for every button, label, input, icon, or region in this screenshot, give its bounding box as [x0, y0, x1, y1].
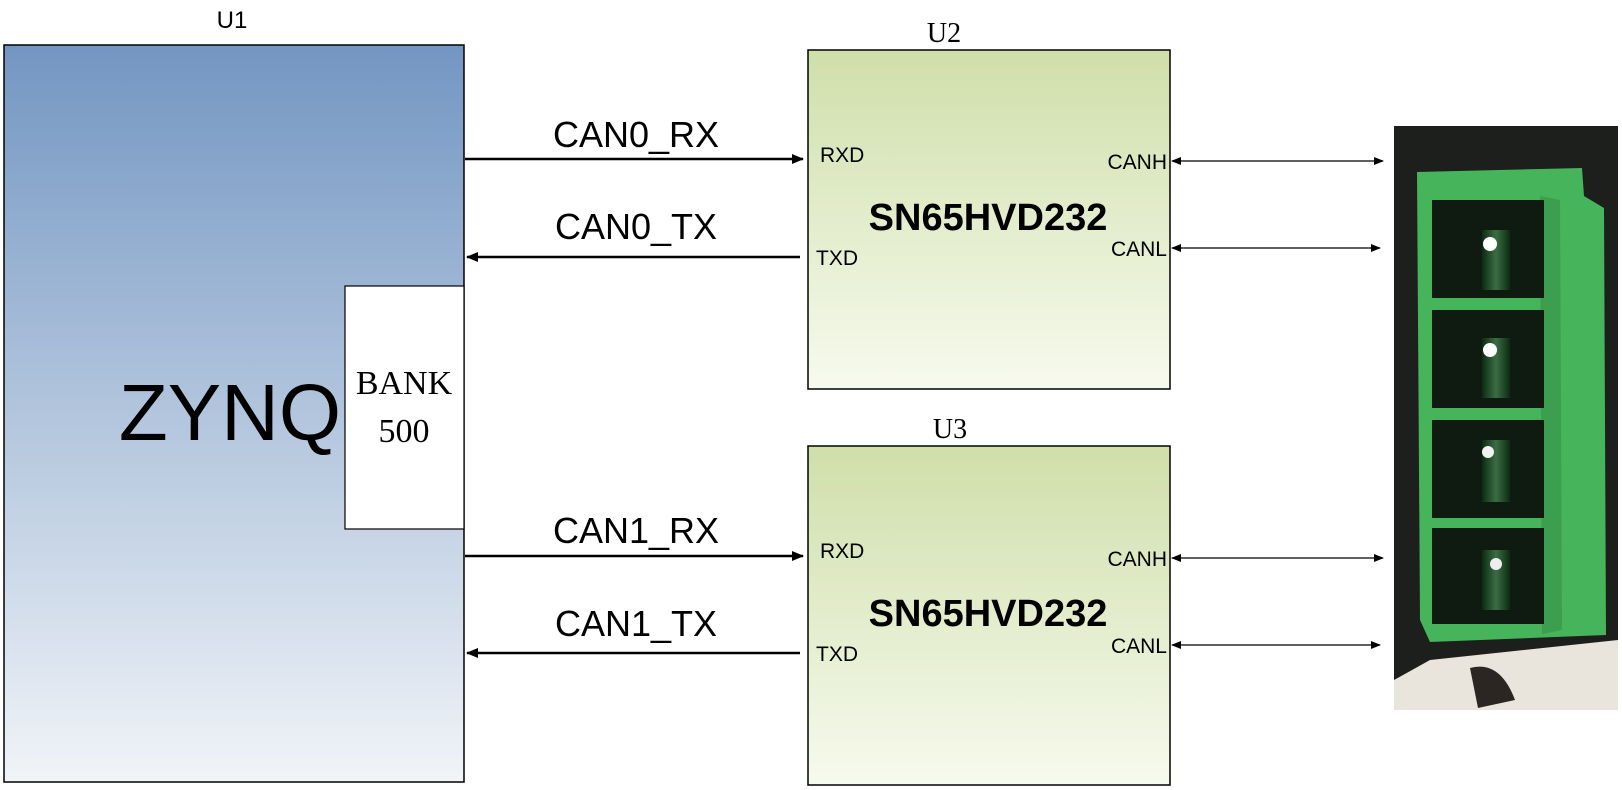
u3-designator: U3	[933, 414, 967, 445]
u3-transceiver-block: U3 SN65HVD232 RXD TXD CANH CANL	[807, 414, 1171, 786]
u2-part-number: SN65HVD232	[869, 197, 1108, 239]
u1-zynq-block: U1 ZYNQ BANK 500	[3, 7, 465, 783]
can1-tx-label: CAN1_TX	[555, 603, 717, 644]
connector-pcb-area	[1394, 640, 1618, 710]
u2-transceiver-block: U2 SN65HVD232 RXD TXD CANH CANL	[807, 18, 1171, 390]
u2-pin-rxd: RXD	[820, 144, 864, 167]
connector-socket-1	[1432, 200, 1544, 298]
terminal-block-connector-icon	[1394, 126, 1618, 710]
can0-tx-label: CAN0_TX	[555, 206, 717, 247]
u2-pin-txd: TXD	[816, 247, 858, 270]
u2-pin-canh: CANH	[1107, 151, 1167, 174]
can0-signals: CAN0_RX CAN0_TX	[465, 114, 804, 262]
u1-designator: U1	[217, 7, 248, 34]
can0-rx-label: CAN0_RX	[553, 114, 719, 155]
can1-rx-label: CAN1_RX	[553, 510, 719, 551]
connector-socket-4	[1432, 528, 1544, 624]
u3-pin-rxd: RXD	[820, 540, 864, 563]
u1-name: ZYNQ	[119, 368, 341, 457]
can-bus-lines	[1171, 157, 1384, 649]
u2-designator: U2	[927, 18, 961, 49]
u2-body	[807, 49, 1171, 390]
u3-pin-txd: TXD	[816, 643, 858, 666]
connector-rail	[1540, 196, 1562, 634]
u2-pin-canl: CANL	[1111, 238, 1167, 261]
connector-socket-2	[1432, 310, 1544, 408]
bank-label: BANK	[356, 365, 453, 402]
u3-part-number: SN65HVD232	[869, 593, 1108, 635]
u3-pin-canh: CANH	[1107, 548, 1167, 571]
connector-shadow	[1470, 666, 1515, 708]
bank-number: 500	[379, 413, 430, 450]
u3-pin-canl: CANL	[1111, 635, 1167, 658]
u3-body	[807, 445, 1171, 786]
bank-500-block	[344, 285, 465, 530]
connector-socket-3	[1432, 420, 1544, 518]
can1-signals: CAN1_RX CAN1_TX	[465, 510, 804, 658]
